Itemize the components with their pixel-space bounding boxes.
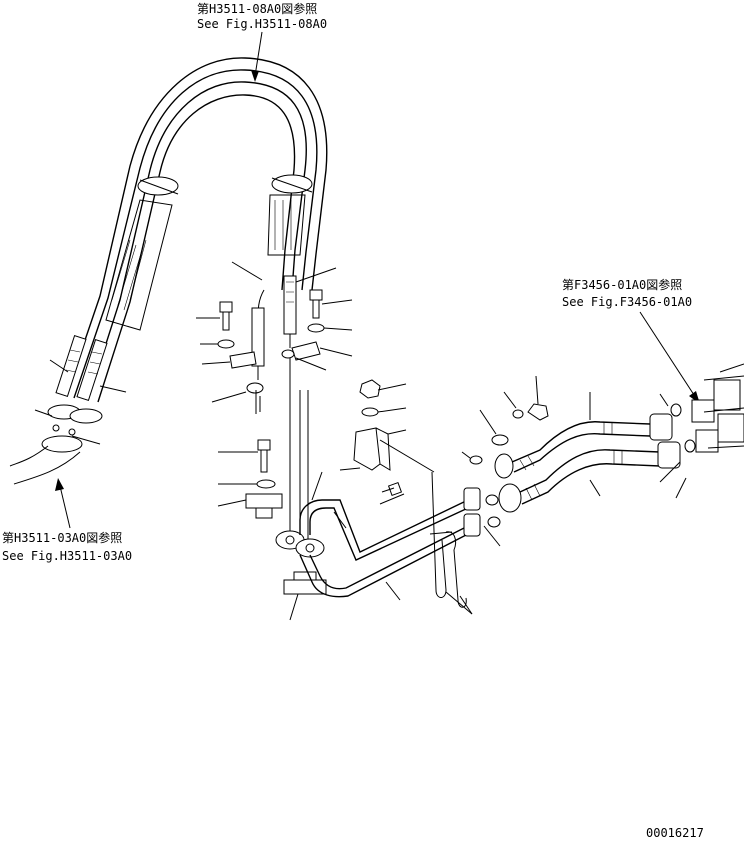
bolt-1 [196, 301, 233, 331]
bolt-2 [309, 289, 353, 319]
ref-left-en: See Fig.H3511-03A0 [2, 549, 132, 563]
drawing-number: 00016217 [646, 826, 704, 840]
ref-top-en: See Fig.H3511-08A0 [197, 17, 327, 31]
clamp-half-2 [281, 341, 353, 371]
ref-right-jp: 第F3456-01A0図参照 [562, 277, 682, 292]
ref-right-en: See Fig.F3456-01A0 [562, 295, 692, 309]
clamp-block-2 [283, 571, 327, 621]
washer-5 [361, 407, 407, 417]
upper-hose-loop [65, 57, 328, 403]
leader-lines [255, 390, 453, 535]
right-hoses [479, 375, 661, 513]
washer-4 [218, 479, 276, 489]
clamp-half-1 [201, 351, 257, 369]
tube-flanges [461, 451, 501, 547]
pump-flanges [649, 393, 696, 499]
ref-arrow-left [55, 478, 71, 529]
ref-arrow-right [639, 311, 700, 404]
ref-top-jp: 第H3511-08A0図参照 [197, 1, 317, 16]
ref-left-jp: 第H3511-03A0図参照 [2, 530, 122, 545]
ref-arrow-top [251, 31, 263, 82]
nut [359, 379, 407, 399]
washer-3 [307, 323, 353, 333]
steel-tubes [299, 471, 469, 601]
clamp-block-1 [217, 493, 283, 519]
washer-1 [200, 339, 235, 349]
bracket-bolt [379, 481, 405, 505]
hose-left-ends [9, 334, 127, 485]
bracket [353, 427, 435, 473]
washer-2 [211, 382, 264, 403]
pump-body [691, 363, 744, 453]
flange-fittings [275, 530, 325, 558]
bolt-3 [218, 439, 271, 473]
u-bolt [431, 471, 473, 615]
